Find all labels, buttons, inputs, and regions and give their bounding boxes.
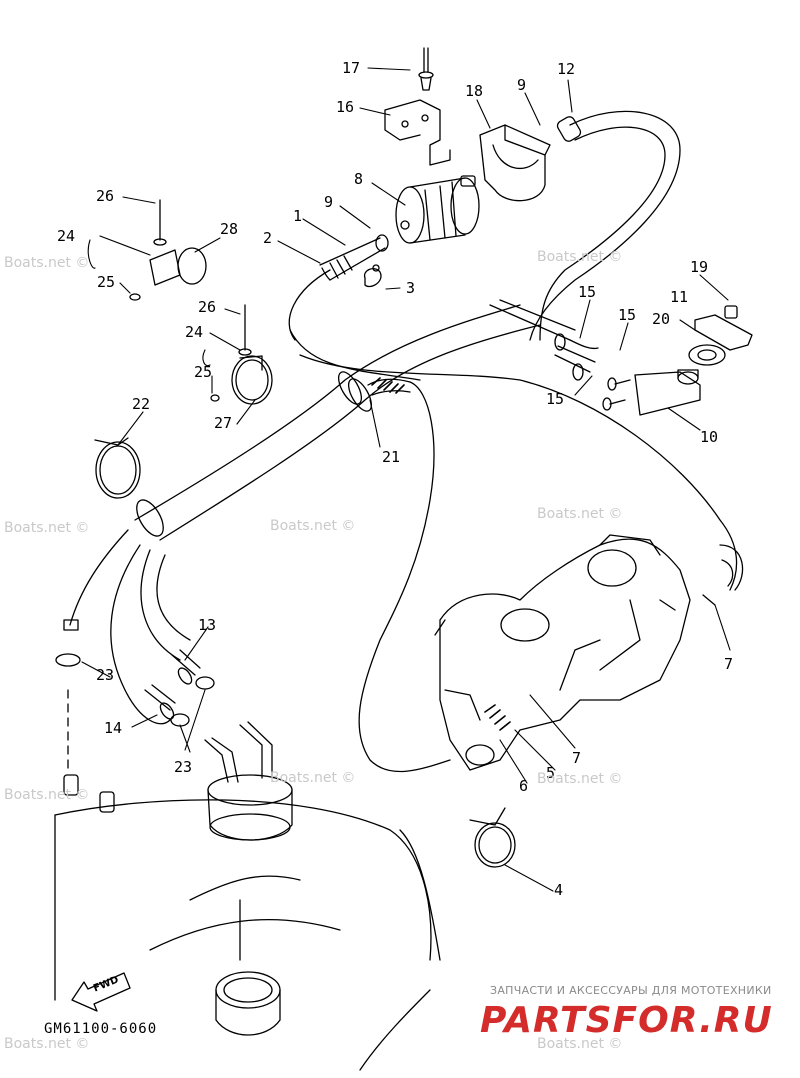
watermark: Boats.net © bbox=[537, 506, 623, 522]
callout-14: 14 bbox=[104, 719, 123, 737]
callout-18: 18 bbox=[465, 82, 484, 100]
callout-26-mid: 26 bbox=[198, 298, 217, 316]
watermark: Boats.net © bbox=[4, 787, 90, 803]
joint-21 bbox=[358, 378, 451, 773]
tank-fittings bbox=[63, 619, 115, 813]
hose-1-2 bbox=[319, 234, 389, 281]
band-clamp-22 bbox=[94, 437, 141, 499]
callout-15-bottom: 15 bbox=[546, 390, 565, 408]
watermark: Boats.net © bbox=[4, 255, 90, 271]
fuel-cock-10 bbox=[602, 369, 701, 416]
hose-stubs-15 bbox=[489, 299, 599, 381]
callout-7-lower: 7 bbox=[572, 749, 582, 767]
clips-23 bbox=[55, 653, 215, 727]
leader-lines bbox=[81, 67, 731, 892]
callout-23-center: 23 bbox=[174, 758, 193, 776]
watermark: Boats.net © bbox=[537, 1036, 623, 1052]
brand-tagline: ЗАПЧАСТИ И АКСЕССУАРЫ ДЛЯ МОТОТЕХНИКИ bbox=[490, 984, 772, 997]
callout-19: 19 bbox=[690, 258, 709, 276]
callout-20: 20 bbox=[652, 310, 671, 328]
watermark: Boats.net © bbox=[4, 520, 90, 536]
breather-hose-main bbox=[134, 304, 541, 541]
callout-3: 3 bbox=[406, 279, 416, 297]
callout-24-mid: 24 bbox=[185, 323, 204, 341]
callout-23-left: 23 bbox=[96, 666, 115, 684]
callout-25-mid: 25 bbox=[194, 363, 213, 381]
watermark: Boats.net © bbox=[270, 770, 356, 786]
left-hoses bbox=[67, 529, 191, 771]
callout-12: 12 bbox=[557, 60, 576, 78]
callout-11: 11 bbox=[670, 288, 689, 306]
fuel-filter-8 bbox=[395, 175, 480, 244]
callout-10: 10 bbox=[700, 428, 719, 446]
callout-13: 13 bbox=[198, 616, 217, 634]
callout-26-top: 26 bbox=[96, 187, 115, 205]
fwd-arrow bbox=[71, 972, 131, 1012]
elbow-hose-7 bbox=[702, 544, 744, 606]
callout-2: 2 bbox=[263, 229, 273, 247]
band-clamp-4 bbox=[469, 807, 516, 868]
filter-bracket-18 bbox=[479, 124, 551, 202]
clip-3 bbox=[363, 264, 382, 288]
callout-25-top: 25 bbox=[97, 273, 116, 291]
watermark: Boats.net © bbox=[537, 249, 623, 265]
callout-5: 5 bbox=[546, 764, 556, 782]
filler-neck bbox=[215, 971, 281, 1036]
callout-21: 21 bbox=[382, 448, 401, 466]
callout-16: 16 bbox=[336, 98, 355, 116]
callout-7-right: 7 bbox=[724, 655, 734, 673]
callout-9-mid: 9 bbox=[324, 193, 334, 211]
drawing-code: GM61100-6060 bbox=[44, 1021, 158, 1037]
rivet-17 bbox=[418, 47, 434, 91]
callout-4: 4 bbox=[554, 881, 564, 899]
callout-8: 8 bbox=[354, 170, 364, 188]
watermark: Boats.net © bbox=[270, 518, 356, 534]
fuel-tank bbox=[54, 799, 441, 1071]
callout-22: 22 bbox=[132, 395, 151, 413]
callout-1: 1 bbox=[293, 207, 303, 225]
brand-logo: PARTSFOR.RU bbox=[480, 1000, 773, 1041]
clip-24-27-lower bbox=[210, 304, 273, 405]
callout-15-right: 15 bbox=[618, 306, 637, 324]
clip-24-28-upper bbox=[129, 199, 207, 301]
hose-bands bbox=[371, 377, 511, 731]
callout-15-top: 15 bbox=[578, 283, 597, 301]
engine-block bbox=[434, 534, 691, 771]
plate-11-20 bbox=[688, 305, 753, 366]
long-vent-hose bbox=[288, 269, 738, 591]
callout-27: 27 bbox=[214, 414, 233, 432]
callout-24-top: 24 bbox=[57, 227, 76, 245]
hose-12-long bbox=[529, 110, 681, 341]
callout-17: 17 bbox=[342, 59, 361, 77]
callout-28: 28 bbox=[220, 220, 239, 238]
hose-13 bbox=[171, 649, 201, 685]
watermark: Boats.net © bbox=[4, 1036, 90, 1052]
watermark: Boats.net © bbox=[537, 771, 623, 787]
bracket-16 bbox=[384, 99, 451, 166]
callout-6: 6 bbox=[519, 777, 529, 795]
hose-14 bbox=[144, 684, 176, 720]
tank-sender-unit bbox=[204, 721, 293, 841]
callout-9-top: 9 bbox=[517, 76, 527, 94]
